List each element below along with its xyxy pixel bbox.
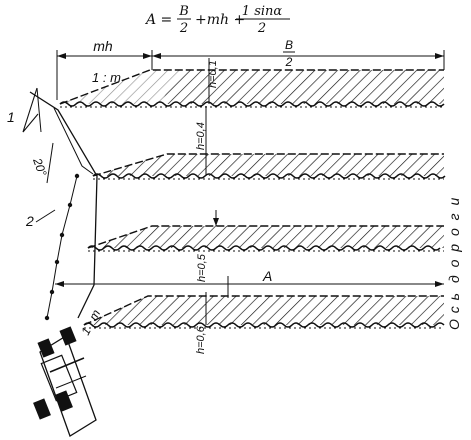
left-boundary — [29, 91, 98, 319]
height-label-1: h=0,1 — [207, 60, 219, 88]
item-2-label: 2 — [25, 213, 34, 229]
arrow-right — [435, 53, 444, 59]
stake-line-path — [46, 175, 78, 319]
embankment-strip-3 — [87, 210, 444, 252]
stake-line: 2 — [25, 173, 80, 321]
formula-frac2-denominator: 2 — [257, 21, 266, 36]
angle-label: 20° — [30, 155, 50, 178]
formula: A = B 2 +mh + 1 sinα 2 — [144, 4, 290, 36]
embankment-strip-4: h=0,6 — [83, 292, 445, 354]
strip-3-top-edge — [87, 225, 444, 249]
formula-frac1-numerator: B — [178, 4, 189, 19]
strip-3-hatch — [88, 226, 444, 248]
strip-1-top-edge — [59, 69, 444, 105]
top-dimensions: mh B 2 — [56, 38, 445, 100]
item-1-label: 1 — [7, 109, 15, 125]
embankment-strip-2: h=0,4 — [92, 106, 446, 180]
strip-2-top-edge — [92, 153, 444, 177]
road-axis-word-2: д о р о г и — [446, 196, 462, 283]
height-label-4: h=0,6 — [195, 325, 207, 354]
strip-4-ground — [83, 322, 445, 328]
arrow-mid-b — [152, 53, 161, 59]
dimension-half-b-denominator: 2 — [285, 55, 293, 69]
dimension-a: A h=0,5 — [55, 253, 444, 298]
road-axis-word-1: О с ь — [446, 292, 462, 330]
grader-machine-icon — [33, 326, 97, 437]
strip-3-ground — [87, 245, 441, 251]
formula-frac2-numerator: 1 sinα — [242, 4, 283, 19]
height-label-2: h=0,4 — [195, 122, 207, 150]
arrow-mid-a — [143, 53, 152, 59]
formula-lhs: A = — [144, 12, 172, 28]
formula-mid: +mh + — [195, 12, 245, 28]
strip-2-hatch — [93, 154, 444, 176]
slope-label-top: 1 : m — [92, 70, 121, 85]
arrow-left — [57, 53, 66, 59]
formula-frac1-denominator: 2 — [179, 21, 188, 36]
strip-4-top-edge — [83, 295, 444, 326]
dimension-mh: mh — [93, 38, 113, 54]
angle-marker-lines — [22, 87, 39, 133]
strip-1-ground — [59, 101, 445, 107]
dimension-half-b-numerator: B — [285, 38, 293, 52]
height-label-3: h=0,5 — [196, 253, 208, 282]
angle-marker: 20° 1 — [7, 87, 54, 184]
left-boundary-line — [29, 91, 98, 319]
strip-2-ground — [92, 173, 446, 179]
dimension-a-label: A — [262, 268, 272, 284]
strip-4-hatch — [84, 296, 444, 325]
embankment-strip-1: h=0,1 — [59, 58, 445, 108]
road-axis-label: О с ь д о р о г и — [446, 196, 462, 330]
